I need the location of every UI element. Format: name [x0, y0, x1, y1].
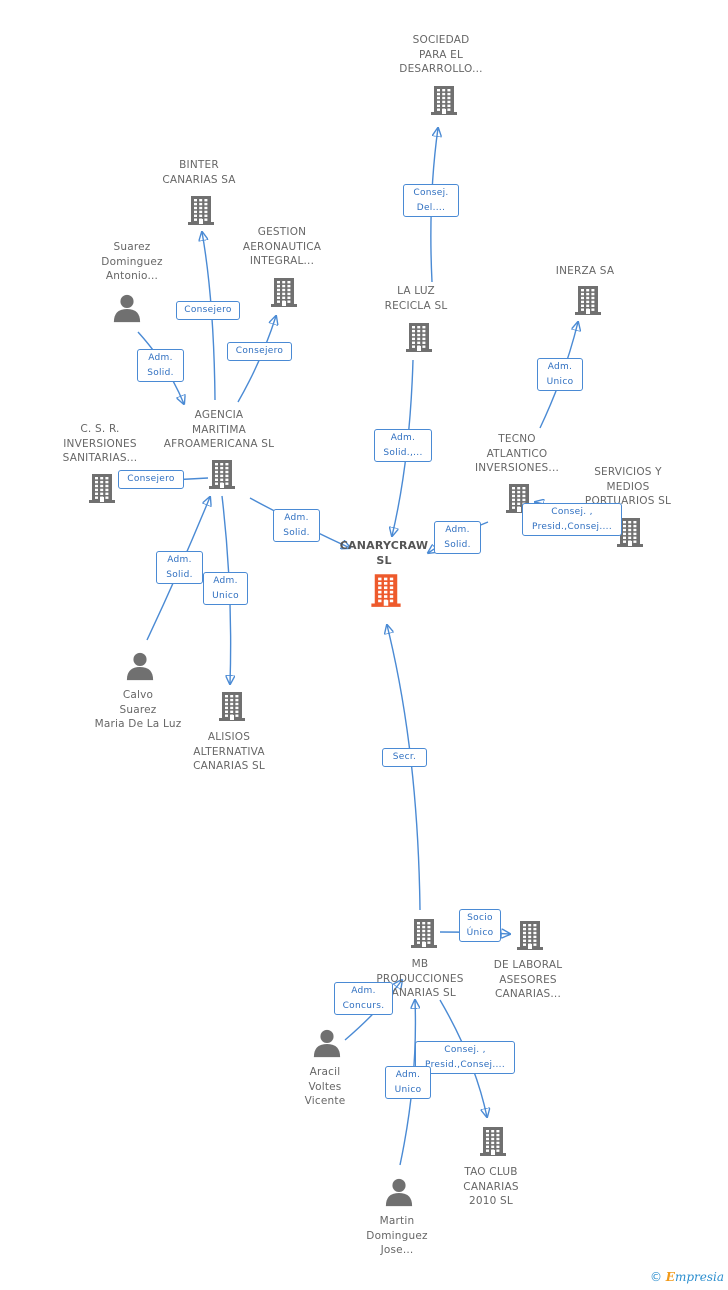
building-icon[interactable]	[403, 321, 435, 357]
node-label[interactable]: Suarez Dominguez Antonio...	[101, 241, 163, 282]
node-label[interactable]: C. S. R. INVERSIONES SANITARIAS...	[62, 423, 138, 464]
building-icon[interactable]	[185, 194, 217, 230]
relation-badge-r-adm-unico-inerza[interactable]: Adm. Unico	[537, 358, 583, 391]
edge-mb-main	[387, 625, 421, 911]
relation-badge-r-consejero-binter[interactable]: Consejero	[176, 301, 240, 320]
node-label[interactable]: AGENCIA MARITIMA AFROAMERICANA SL	[163, 409, 275, 450]
relation-badge-r-adm-solid-calvo[interactable]: Adm. Solid.	[156, 551, 203, 584]
relation-badge-r-adm-solid-suarez[interactable]: Adm. Solid.	[137, 349, 184, 382]
relation-badge-r-consej-presid-tao[interactable]: Consej. , Presid.,Consej....	[415, 1041, 515, 1074]
main-company-icon[interactable]	[368, 572, 404, 612]
node-label[interactable]: ALISIOS ALTERNATIVA CANARIAS SL	[193, 731, 265, 772]
building-icon[interactable]	[408, 917, 440, 953]
building-icon[interactable]	[514, 919, 546, 955]
relation-badge-r-adm-unico-martin[interactable]: Adm. Unico	[385, 1066, 431, 1099]
relation-badge-r-consej-presid-serv[interactable]: Consej. , Presid.,Consej....	[522, 503, 622, 536]
building-icon[interactable]	[572, 284, 604, 320]
node-label[interactable]: CANARYCRAW SL	[339, 539, 429, 567]
relation-badge-r-secr[interactable]: Secr.	[382, 748, 427, 767]
building-icon[interactable]	[268, 276, 300, 312]
relation-badge-r-consejero-csr[interactable]: Consejero	[118, 470, 184, 489]
node-label[interactable]: Calvo Suarez Maria De La Luz	[94, 689, 182, 730]
relation-badge-r-socio-unico[interactable]: Socio Único	[459, 909, 501, 942]
node-label[interactable]: LA LUZ RECICLA SL	[384, 285, 448, 312]
person-icon[interactable]	[125, 651, 155, 685]
node-label[interactable]: SERVICIOS Y MEDIOS PORTUARIOS SL	[584, 466, 672, 507]
building-icon[interactable]	[614, 516, 646, 552]
building-icon[interactable]	[206, 458, 238, 494]
relation-badge-r-adm-solid-tecno[interactable]: Adm. Solid.	[434, 521, 481, 554]
relation-badge-r-consejero-gestion[interactable]: Consejero	[227, 342, 292, 361]
node-label[interactable]: INERZA SA	[555, 265, 615, 277]
person-icon[interactable]	[384, 1177, 414, 1211]
relation-badge-r-adm-solid-laluz[interactable]: Adm. Solid.,...	[374, 429, 432, 462]
relation-badge-r-adm-unico-alisios[interactable]: Adm. Unico	[203, 572, 248, 605]
person-icon[interactable]	[112, 293, 142, 327]
person-icon[interactable]	[312, 1028, 342, 1062]
node-label[interactable]: TAO CLUB CANARIAS 2010 SL	[463, 1166, 519, 1207]
building-icon[interactable]	[216, 690, 248, 726]
node-label[interactable]: BINTER CANARIAS SA	[162, 159, 236, 186]
node-label[interactable]: TECNO ATLANTICO INVERSIONES...	[474, 433, 560, 474]
building-icon[interactable]	[477, 1125, 509, 1161]
building-icon[interactable]	[428, 84, 460, 120]
building-icon[interactable]	[86, 472, 118, 508]
relation-badge-r-consej-del[interactable]: Consej. Del....	[403, 184, 459, 217]
relation-badge-r-adm-concurs[interactable]: Adm. Concurs.	[334, 982, 393, 1015]
empresia-logo: © Empresia	[649, 1270, 724, 1284]
node-label[interactable]: GESTION AERONAUTICA INTEGRAL...	[242, 226, 322, 267]
node-label[interactable]: SOCIEDAD PARA EL DESARROLLO...	[399, 34, 483, 75]
node-label[interactable]: Martin Dominguez Jose...	[366, 1215, 428, 1256]
node-label[interactable]: DE LABORAL ASESORES CANARIAS...	[493, 959, 563, 1000]
node-label[interactable]: MB PRODUCCIONES CANARIAS SL	[376, 958, 464, 999]
node-label[interactable]: Aracil Voltes Vicente	[304, 1066, 346, 1107]
relation-badge-r-adm-solid-agencia[interactable]: Adm. Solid.	[273, 509, 320, 542]
